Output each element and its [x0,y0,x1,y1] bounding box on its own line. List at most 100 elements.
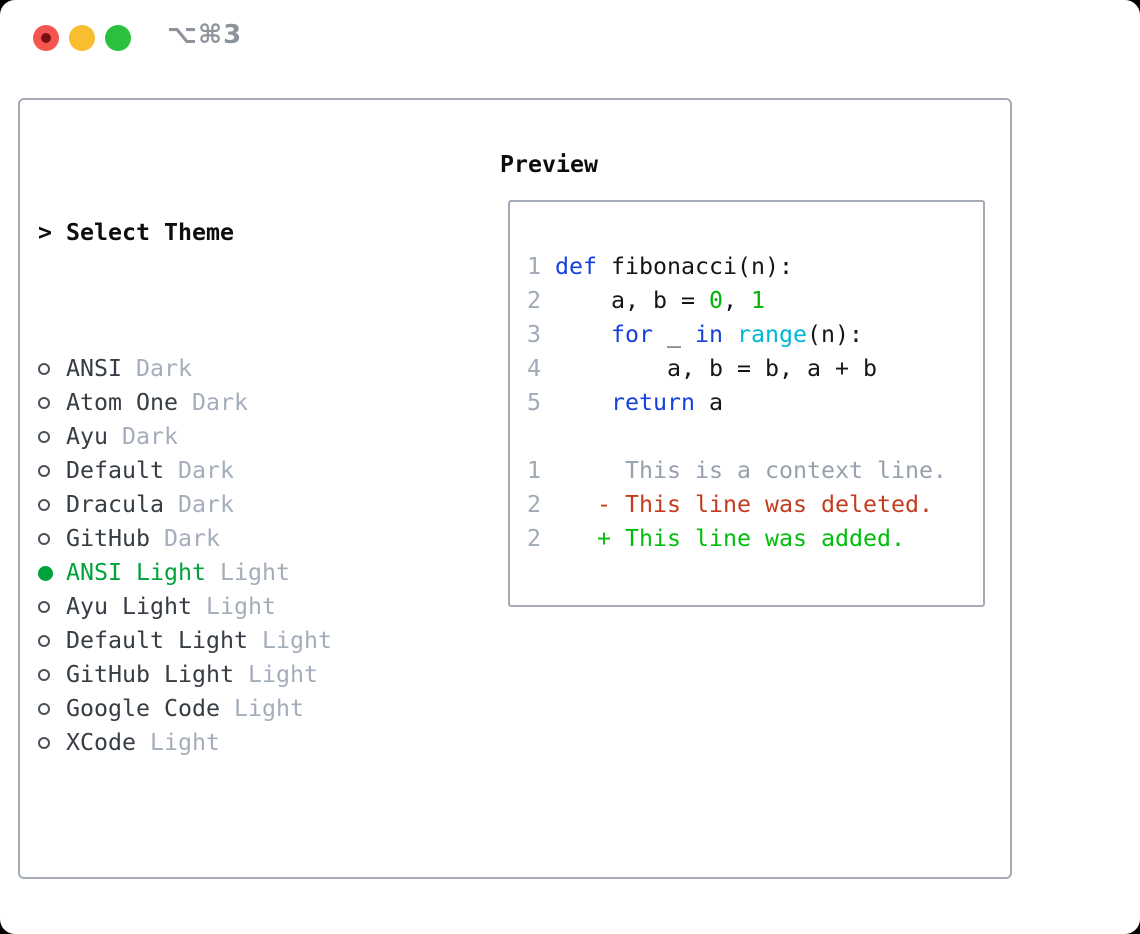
theme-name: Dracula [66,491,164,518]
theme-name: GitHub Light [66,661,234,688]
code-line: 1 def fibonacci(n): [513,250,947,284]
theme-option-ayu[interactable]: Ayu Dark [38,420,430,454]
theme-name: ANSI Light [66,559,206,586]
line-number: 4 [513,355,555,382]
theme-option-dracula[interactable]: Dracula Dark [38,488,430,522]
theme-name: Ayu Light [66,593,192,620]
code-token: 1 [750,287,765,314]
code-token [723,321,737,348]
theme-name: GitHub [66,525,150,552]
diff-text: This is a context line. [555,457,947,484]
diff-line-context: 1 This is a context line. [513,454,947,488]
code-line: 3 for _ in range(n): [513,318,947,352]
theme-variant: Light [191,593,276,620]
radio-unselected-icon [38,703,66,715]
theme-variant: Dark [108,423,178,450]
zoom-button[interactable] [105,25,131,51]
theme-name: Default [66,457,164,484]
code-line: 4 a, b = b, a + b [513,352,947,386]
theme-variant: Light [136,729,220,756]
theme-variant: Dark [177,389,248,416]
theme-option-github[interactable]: GitHub Dark [38,522,430,556]
theme-variant: Light [247,627,332,654]
radio-unselected-icon [38,363,66,375]
code-token: a, b = [555,287,709,314]
theme-option-ansi[interactable]: ANSI Dark [38,352,430,386]
theme-option-atom-one[interactable]: Atom One Dark [38,386,430,420]
selection-caret-icon: > [38,219,52,246]
code-preview: 1 def fibonacci(n): 2 a, b = 0, 1 3 for … [513,250,947,556]
diff-line-added: 2 + This line was added. [513,522,947,556]
code-token [555,321,611,348]
code-token: in [695,321,723,348]
radio-unselected-icon [38,635,66,647]
code-token: a [695,389,723,416]
theme-option-default-light[interactable]: Default Light Light [38,624,430,658]
line-number: 2 [513,525,555,552]
theme-option-ansi-light[interactable]: ANSI Light Light [38,556,430,590]
radio-selected-icon [38,565,66,581]
theme-name: Ayu [66,423,108,450]
theme-list-title: Select Theme [66,219,234,246]
line-number: 5 [513,389,555,416]
line-number: 2 [513,287,555,314]
theme-variant: Light [219,695,304,722]
code-token: a, b = b, a + b [555,355,877,382]
code-token [555,389,611,416]
radio-unselected-icon [38,397,66,409]
window-title: ⌥⌘3 [167,20,243,50]
code-token: return [611,389,695,416]
theme-option-default[interactable]: Default Dark [38,454,430,488]
close-dot-icon [41,33,51,43]
blank-line [513,420,947,454]
line-number: 1 [513,253,555,280]
diff-line-deleted: 2 - This line was deleted. [513,488,947,522]
theme-name: ANSI [66,355,122,382]
code-token: , [722,287,751,314]
theme-variant: Dark [163,457,234,484]
radio-unselected-icon [38,499,66,511]
theme-list-header-row: > Select Theme [38,216,430,250]
theme-variant: Light [205,559,290,586]
code-line: 5 return a [513,386,947,420]
theme-name: XCode [66,729,136,756]
preview-pane: 1 def fibonacci(n): 2 a, b = 0, 1 3 for … [508,200,985,607]
line-number: 2 [513,491,555,518]
code-token: 0 [708,287,723,314]
close-button[interactable] [33,25,59,51]
line-number: 3 [513,321,555,348]
preview-title: Preview [500,151,598,178]
spacer [38,862,430,896]
code-token: def [555,253,611,280]
theme-variant: Light [233,661,318,688]
theme-name: Default Light [66,627,248,654]
theme-name: Atom One [66,389,178,416]
theme-option-xcode[interactable]: XCode Light [38,726,430,760]
code-token: range [737,321,807,348]
code-token: _ [653,321,695,348]
code-line: 2 a, b = 0, 1 [513,284,947,318]
code-token: fibonacci(n): [611,253,793,280]
code-token: for [611,321,653,348]
radio-unselected-icon [38,669,66,681]
theme-name: Google Code [66,695,220,722]
radio-unselected-icon [38,431,66,443]
radio-unselected-icon [38,737,66,749]
radio-unselected-icon [38,465,66,477]
theme-option-github-light[interactable]: GitHub Light Light [38,658,430,692]
line-number: 1 [513,457,555,484]
diff-text: + This line was added. [555,525,905,552]
minimize-button[interactable] [69,25,95,51]
theme-variant: Dark [150,525,220,552]
radio-unselected-icon [38,533,66,545]
diff-text: - This line was deleted. [555,491,933,518]
theme-variant: Dark [163,491,234,518]
theme-option-ayu-light[interactable]: Ayu Light Light [38,590,430,624]
theme-option-google-code[interactable]: Google Code Light [38,692,430,726]
radio-unselected-icon [38,601,66,613]
code-token: (n): [807,321,863,348]
